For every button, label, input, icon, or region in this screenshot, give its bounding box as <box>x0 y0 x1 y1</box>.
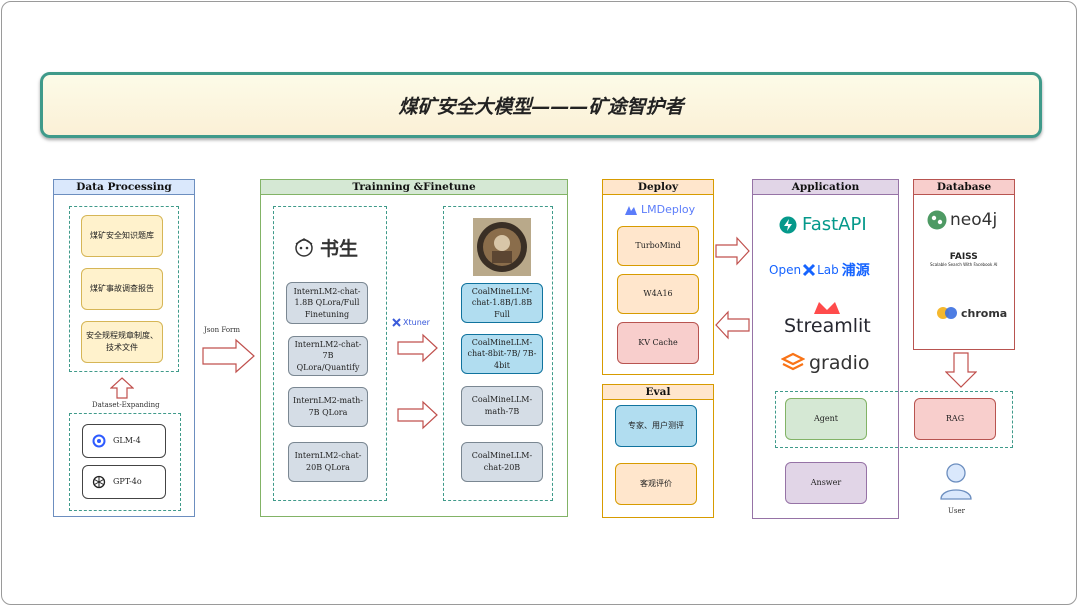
up-arrow-icon <box>110 377 134 399</box>
finetuned-model-item: CoalMineLLM-math-7B <box>461 386 543 426</box>
base-model-item: InternLM2-math-7B QLora <box>288 387 368 427</box>
streamlit-logo: Streamlit <box>784 300 871 337</box>
openxlab-x-icon <box>803 263 816 277</box>
lmdeploy-logo: LMDeploy <box>624 203 695 216</box>
eval-title: Eval <box>603 385 713 400</box>
eval-item: 客观评价 <box>615 463 697 505</box>
faiss-label: FAISS <box>949 252 978 262</box>
intern-logo: 书生 <box>292 234 358 261</box>
deploy-item: KV Cache <box>617 322 699 364</box>
coalmine-logo-image <box>473 218 531 276</box>
database-panel: Database <box>913 179 1015 350</box>
xtuner-label: Xtuner <box>403 318 430 327</box>
base-model-item: InternLM2-chat-20B QLora <box>288 442 368 482</box>
left-arrow-icon <box>715 310 750 340</box>
finetuned-model-item: CoalMineLLM-chat-8bit-7B/ 7B-4bit <box>461 334 543 374</box>
fastapi-icon <box>779 216 797 233</box>
glm4-box: GLM-4 <box>82 424 166 458</box>
agent-rag-group <box>775 391 1013 448</box>
training-panel: Trainning &Finetune <box>260 179 568 517</box>
user-label: User <box>948 507 965 515</box>
gradio-logo: gradio <box>781 352 869 374</box>
finetuned-model-group <box>443 206 553 501</box>
gpt4o-label: GPT-4o <box>113 477 142 487</box>
gpt4o-box: GPT-4o <box>82 465 166 499</box>
application-panel: Application <box>752 179 899 519</box>
application-title: Application <box>753 180 898 195</box>
glm-icon <box>92 434 106 448</box>
agent-box: Agent <box>785 398 867 440</box>
dataset-item: 煤矿安全知识题库 <box>81 215 163 257</box>
finetuned-model-item: CoalMineLLM-chat-20B <box>461 442 543 482</box>
openxlab-label-lab: Lab <box>817 263 839 277</box>
chroma-label: chroma <box>961 306 1008 320</box>
llm-group <box>69 413 181 511</box>
openxlab-logo: Open Lab 浦源 <box>769 260 870 280</box>
page-title: 煤矿安全大模型———矿途智护者 <box>398 95 684 118</box>
eval-item: 专家、用户测评 <box>615 405 697 447</box>
xtuner-logo: Xtuner <box>392 318 430 327</box>
xtuner-icon <box>392 318 401 327</box>
data-processing-title: Data Processing <box>54 180 194 195</box>
deploy-item: W4A16 <box>617 274 699 314</box>
neo4j-logo: neo4j <box>926 209 997 231</box>
data-processing-panel: Data Processing <box>53 179 195 517</box>
database-title: Database <box>914 180 1014 195</box>
chroma-logo: chroma <box>936 306 1007 320</box>
right-arrow-icon <box>202 338 255 374</box>
intern-mascot-icon <box>295 237 313 257</box>
lmdeploy-icon <box>625 205 637 215</box>
streamlit-crown-icon <box>814 302 841 314</box>
streamlit-label: Streamlit <box>784 315 871 337</box>
faiss-sublabel: Scalable Search With Facebook AI <box>930 262 998 267</box>
gradio-icon <box>781 352 805 371</box>
training-title: Trainning &Finetune <box>261 180 567 195</box>
rag-box: RAG <box>914 398 996 440</box>
right-arrow-icon <box>715 236 750 266</box>
finetuned-model-item: CoalMineLLM-chat-1.8B/1.8B Full <box>461 283 543 323</box>
dataset-expanding-label: Dataset-Expanding <box>92 401 160 409</box>
chroma-icon <box>937 307 957 319</box>
dataset-item: 煤矿事故调查报告 <box>81 268 163 310</box>
answer-box: Answer <box>785 462 867 504</box>
deploy-item: TurboMind <box>617 226 699 266</box>
lmdeploy-label: LMDeploy <box>641 203 696 216</box>
base-model-group <box>273 206 387 501</box>
neo4j-label: neo4j <box>950 210 998 230</box>
down-arrow-icon <box>945 352 977 388</box>
openxlab-label-open: Open <box>769 263 802 277</box>
deploy-title: Deploy <box>603 180 713 195</box>
openai-icon <box>92 475 106 489</box>
glm4-label: GLM-4 <box>113 436 141 446</box>
faiss-logo: FAISS Scalable Search With Facebook AI <box>930 252 997 267</box>
json-form-label: Json Form <box>204 326 241 334</box>
deploy-panel: Deploy <box>602 179 714 375</box>
gradio-label: gradio <box>809 352 870 374</box>
right-arrow-icon <box>397 400 438 430</box>
openxlab-label-cn: 浦源 <box>841 263 870 279</box>
eval-panel: Eval <box>602 384 714 518</box>
base-model-item: InternLM2-chat-1.8B QLora/Full Finetunin… <box>286 282 368 324</box>
fastapi-label: FastAPI <box>802 214 867 235</box>
user-icon <box>940 463 972 500</box>
right-arrow-icon <box>397 333 438 363</box>
title-banner: 煤矿安全大模型———矿途智护者 <box>40 72 1042 138</box>
base-model-item: InternLM2-chat-7B QLora/Quantify <box>288 336 368 376</box>
intern-logo-text: 书生 <box>320 238 359 260</box>
neo4j-icon <box>927 210 947 230</box>
dataset-group <box>69 206 179 372</box>
fastapi-logo: FastAPI <box>779 214 867 235</box>
dataset-item: 安全规程规章制度、技术文件 <box>81 321 163 363</box>
